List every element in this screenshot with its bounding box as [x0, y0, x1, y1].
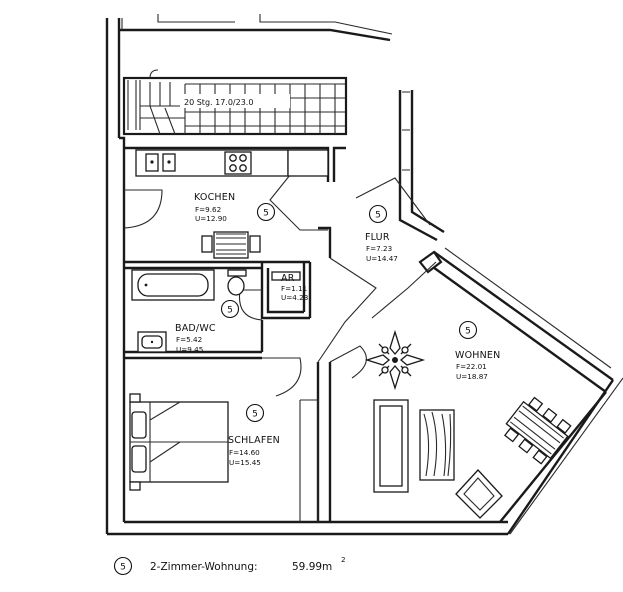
svg-text:5: 5	[120, 563, 126, 573]
staircase: 20 Stg. 17.0/23.0	[122, 69, 348, 136]
kitchen-furniture	[135, 149, 329, 259]
svg-text:FLUR: FLUR	[365, 232, 390, 243]
room-label-flur: 5 FLUR F=7.23 U=14.47	[365, 204, 398, 263]
svg-text:5: 5	[465, 327, 471, 337]
svg-text:SCHLAFEN: SCHLAFEN	[228, 435, 280, 446]
svg-text:F=9.62: F=9.62	[195, 205, 221, 214]
svg-text:F=14.60: F=14.60	[229, 448, 260, 457]
unit-marker	[245, 403, 265, 423]
unit-marker	[368, 204, 388, 224]
unit-marker	[458, 320, 478, 340]
room-label-kochen: KOCHEN F=9.62 U=12.90 5	[194, 192, 276, 223]
svg-text:F=5.42: F=5.42	[176, 335, 202, 344]
svg-text:U=12.90: U=12.90	[195, 214, 227, 223]
svg-text:F=22.01: F=22.01	[456, 362, 487, 371]
svg-text:5: 5	[227, 306, 233, 316]
unit-marker	[220, 299, 240, 319]
svg-text:5: 5	[263, 209, 269, 219]
legend-unit-marker	[113, 556, 133, 576]
room-label-schlafen: 5 SCHLAFEN F=14.60 U=15.45	[228, 403, 280, 467]
svg-text:U=18.87: U=18.87	[456, 372, 488, 381]
svg-text:U=14.47: U=14.47	[366, 254, 398, 263]
svg-text:WOHNEN: WOHNEN	[455, 350, 500, 361]
bathroom-furniture	[131, 269, 247, 353]
svg-text:5: 5	[252, 410, 258, 420]
svg-text:F=1.11: F=1.11	[281, 284, 307, 293]
ar-equipment	[271, 271, 301, 281]
plant-icon	[364, 329, 426, 391]
room-label-wohnen: 5 WOHNEN F=22.01 U=18.87	[455, 320, 500, 381]
bedroom-furniture	[129, 393, 229, 491]
room-label-bad: 5 BAD/WC F=5.42 U=9.45	[175, 299, 240, 354]
legend-area: 59.99m	[292, 561, 332, 573]
svg-text:U=4.23: U=4.23	[281, 293, 308, 302]
room-label-ar: AR F=1.11 U=4.23	[281, 273, 308, 302]
legend-text: 2-Zimmer-Wohnung:	[150, 561, 258, 573]
svg-text:AR: AR	[281, 273, 295, 284]
living-furniture	[364, 329, 572, 519]
legend: 5 2-Zimmer-Wohnung: 59.99m 2	[113, 555, 346, 576]
exterior-walls	[105, 14, 623, 536]
svg-text:U=9.45: U=9.45	[176, 345, 203, 354]
stair-label: 20 Stg. 17.0/23.0	[184, 98, 253, 107]
svg-text:U=15.45: U=15.45	[229, 458, 261, 467]
svg-text:BAD/WC: BAD/WC	[175, 323, 216, 334]
svg-text:F=7.23: F=7.23	[366, 244, 392, 253]
svg-text:KOCHEN: KOCHEN	[194, 192, 235, 203]
svg-text:5: 5	[375, 211, 381, 221]
unit-marker	[256, 202, 276, 222]
legend-area-sup: 2	[341, 555, 346, 564]
